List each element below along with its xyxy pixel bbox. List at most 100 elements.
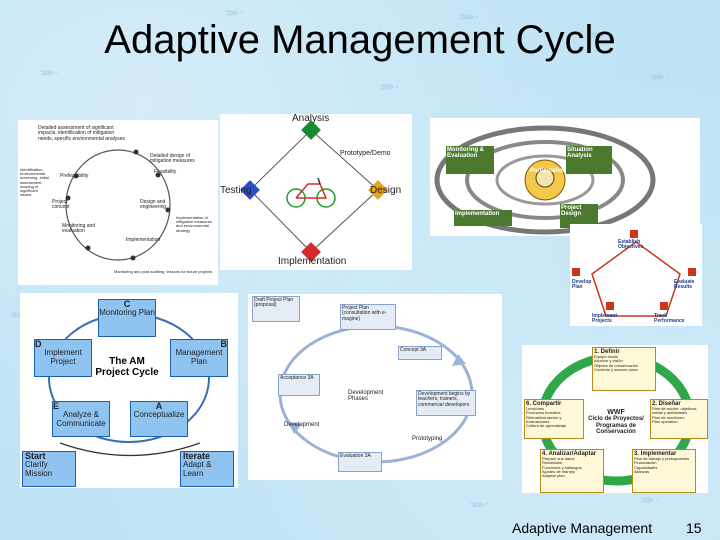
wwf-box-implementar: 3. Implementar Plan de trabajo y presupu… <box>632 449 696 493</box>
wwf-title-definir: 1. Definir <box>594 349 620 355</box>
wwf-item: Contexto y actores clave <box>594 366 638 372</box>
wwf-title-compartir: 6. Compartir <box>526 401 562 407</box>
slide-footer: Adaptive Management <box>512 520 653 536</box>
eia-cycle-arrows <box>65 149 171 261</box>
eia-label-detailed-design: Detailed design of mitigation measures <box>150 153 195 165</box>
am-label-clarify: Clarify Mission <box>25 460 53 478</box>
diamond-label-analysis: Analysis <box>292 114 330 124</box>
spiral-box-situation: Situation Analysis <box>566 146 612 174</box>
eia-label-mitigation-implementation: Implementation of mitigation measures an… <box>176 215 212 233</box>
spiral-box-monitoring: Monitoring & Evaluation <box>446 146 494 174</box>
diamond-label-design: Design <box>370 185 402 196</box>
background-fish-icon: ⋙◦ <box>470 500 491 511</box>
wwf-box-disenar: 2. Diseñar Plan de acción: objetivos, me… <box>650 399 708 439</box>
eia-label-prefeasibility: Prefeasibility <box>60 173 89 179</box>
wwf-item: Capacidades <box>634 464 658 470</box>
wwf-box-analizar: 4. Analizar/Adaptar Prepare sus datos Re… <box>540 449 604 493</box>
pentagon-label-develop: Develop Plan <box>572 279 592 291</box>
wwf-box-definir: 1. Definir Equipo inicial Alcance y visi… <box>592 347 656 391</box>
slide-title: Adaptive Management Cycle <box>104 18 616 62</box>
am-label-analyze: Analyze & Communicate <box>56 410 106 428</box>
wwf-item: Plan de monitoreo <box>652 414 685 420</box>
am-box-monitoring: C Monitoring Plan <box>98 299 156 337</box>
am-box-start: Start Clarify Mission <box>22 451 76 487</box>
wwf-title-analizar: 4. Analizar/Adaptar <box>542 451 597 457</box>
wwf-cycle-panel: 1. Definir Equipo inicial Alcance y visi… <box>522 345 708 493</box>
dev-box-evaluation: Evaluation 3A <box>338 452 382 472</box>
am-label-implement: Implement Project <box>44 348 82 366</box>
wwf-item: Cultura de aprendizaje <box>526 423 567 429</box>
wwf-item: Alcance y visión <box>594 358 623 364</box>
eia-label-detailed-assessment: Detailed assessment of significant impac… <box>38 125 125 142</box>
participation-spiral <box>434 125 656 235</box>
wwf-item: Plan de trabajo y presupuestos <box>634 456 690 462</box>
spiral-box-implementation: Implementation <box>454 210 512 226</box>
background-fish-icon: ⋙◦ <box>460 12 481 23</box>
am-box-analyze: E Analyze & Communicate <box>52 401 110 437</box>
wwf-title-disenar: 2. Diseñar <box>652 401 681 407</box>
dev-box-acceptance: Acceptance 3A <box>278 374 320 396</box>
page-number: 15 <box>686 520 702 536</box>
dev-label-development: Development <box>284 422 320 428</box>
dev-box-begins: Development begins by teachers, trainers… <box>416 390 476 416</box>
background-fish-icon: ⋙◦ <box>590 30 611 41</box>
am-label-adapt: Adapt & Learn <box>183 460 212 478</box>
eia-cycle-panel: Detailed assessment of significant impac… <box>18 120 218 285</box>
am-label-iterate: Iterate <box>183 451 211 461</box>
dev-label-prototyping: Prototyping <box>412 436 443 442</box>
background-fish-icon: ⋙◦ <box>40 68 61 79</box>
wwf-center-sub: Ciclo de Proyectos/ Programas de Conserv… <box>588 416 644 435</box>
wwf-item: Plan de acción: objetivos, metas y activ… <box>652 406 698 416</box>
diamond-label-implementation: Implementation <box>278 256 347 267</box>
eia-label-implementation: Implementation <box>126 237 161 243</box>
pentagon-arrows <box>572 230 696 317</box>
wwf-title-implementar: 3. Implementar <box>634 451 677 457</box>
background-fish-icon: ⋙◦ <box>650 72 671 83</box>
wwf-item: Productos formales <box>526 410 561 416</box>
am-label-management: Management Plan <box>175 348 223 366</box>
eia-label-monitoring: Monitoring and evaluation <box>62 223 96 235</box>
am-box-management: B Management Plan <box>170 339 228 377</box>
pentagon-label-implement: Implement Projects <box>592 313 618 325</box>
spiral-label-participation: Participation <box>530 168 567 174</box>
face-icon <box>535 168 555 188</box>
wwf-item: Funciones y hallazgos <box>542 464 582 470</box>
eia-label-post-auditing: Monitoring and post auditing, lessons fo… <box>114 269 213 274</box>
eia-label-project-concept: Project concept <box>52 199 70 211</box>
participation-spiral-panel: Monitoring & Evaluation Situation Analys… <box>430 118 700 236</box>
wwf-item: Resultados <box>542 460 563 466</box>
wwf-item: Retroalimentación y evaluaciones <box>526 414 562 424</box>
eia-label-feasibility: Feasibility <box>154 169 177 175</box>
wwf-item: Plan operativo <box>652 418 678 424</box>
am-letter-d: D <box>35 339 42 349</box>
am-project-cycle-panel: C Monitoring Plan D Implement Project B … <box>20 293 238 488</box>
am-box-conceptualize: A Conceptualize <box>130 401 188 437</box>
wwf-center-title: WWF <box>607 409 625 416</box>
wwf-item: Adaptar plan <box>542 473 565 479</box>
diamond-shape <box>240 120 388 262</box>
dev-label-phases: Development Phases <box>348 390 384 403</box>
bicycle-icon <box>286 177 336 208</box>
wwf-center: WWF Ciclo de Proyectos/ Programas de Con… <box>584 409 648 435</box>
diamond-label-testing: Testing <box>220 185 252 196</box>
wwf-item: Alianzas <box>634 468 650 474</box>
wwf-item: Lecciones <box>526 406 545 412</box>
wwf-item: Ajustes de manejo <box>542 468 575 474</box>
wwf-box-compartir: 6. Compartir Lecciones Productos formale… <box>524 399 584 439</box>
dev-box-draft: Draft Project Plan (proposal) <box>252 296 300 322</box>
background-fish-icon: ⋙◦ <box>380 82 401 93</box>
am-center-title: The AM Project Cycle <box>95 356 159 378</box>
diamond-cycle-panel: Analysis Prototype/Demo Testing Design I… <box>220 114 412 270</box>
eia-label-design-engineering: Design and engineering <box>140 199 167 211</box>
am-letter-e: E <box>53 401 60 411</box>
development-phases-panel: Draft Project Plan (proposal) Project Pl… <box>248 294 502 480</box>
am-letter-a: A <box>155 401 163 411</box>
background-fish-icon: ⋙◦ <box>640 495 661 506</box>
eia-label-identification: Identification, environmental screening,… <box>20 167 49 198</box>
wwf-item: Objetos de conservación <box>594 362 639 368</box>
pentagon-cycle-panel: Establish Objectives Develop Plan Evalua… <box>570 224 702 326</box>
dev-box-concept: Concept 3A <box>398 346 442 360</box>
am-letter-b: B <box>220 339 228 349</box>
pentagon-label-evaluate: Evaluate Results <box>674 279 695 291</box>
pentagon-label-establish: Establish Objectives <box>618 239 644 251</box>
